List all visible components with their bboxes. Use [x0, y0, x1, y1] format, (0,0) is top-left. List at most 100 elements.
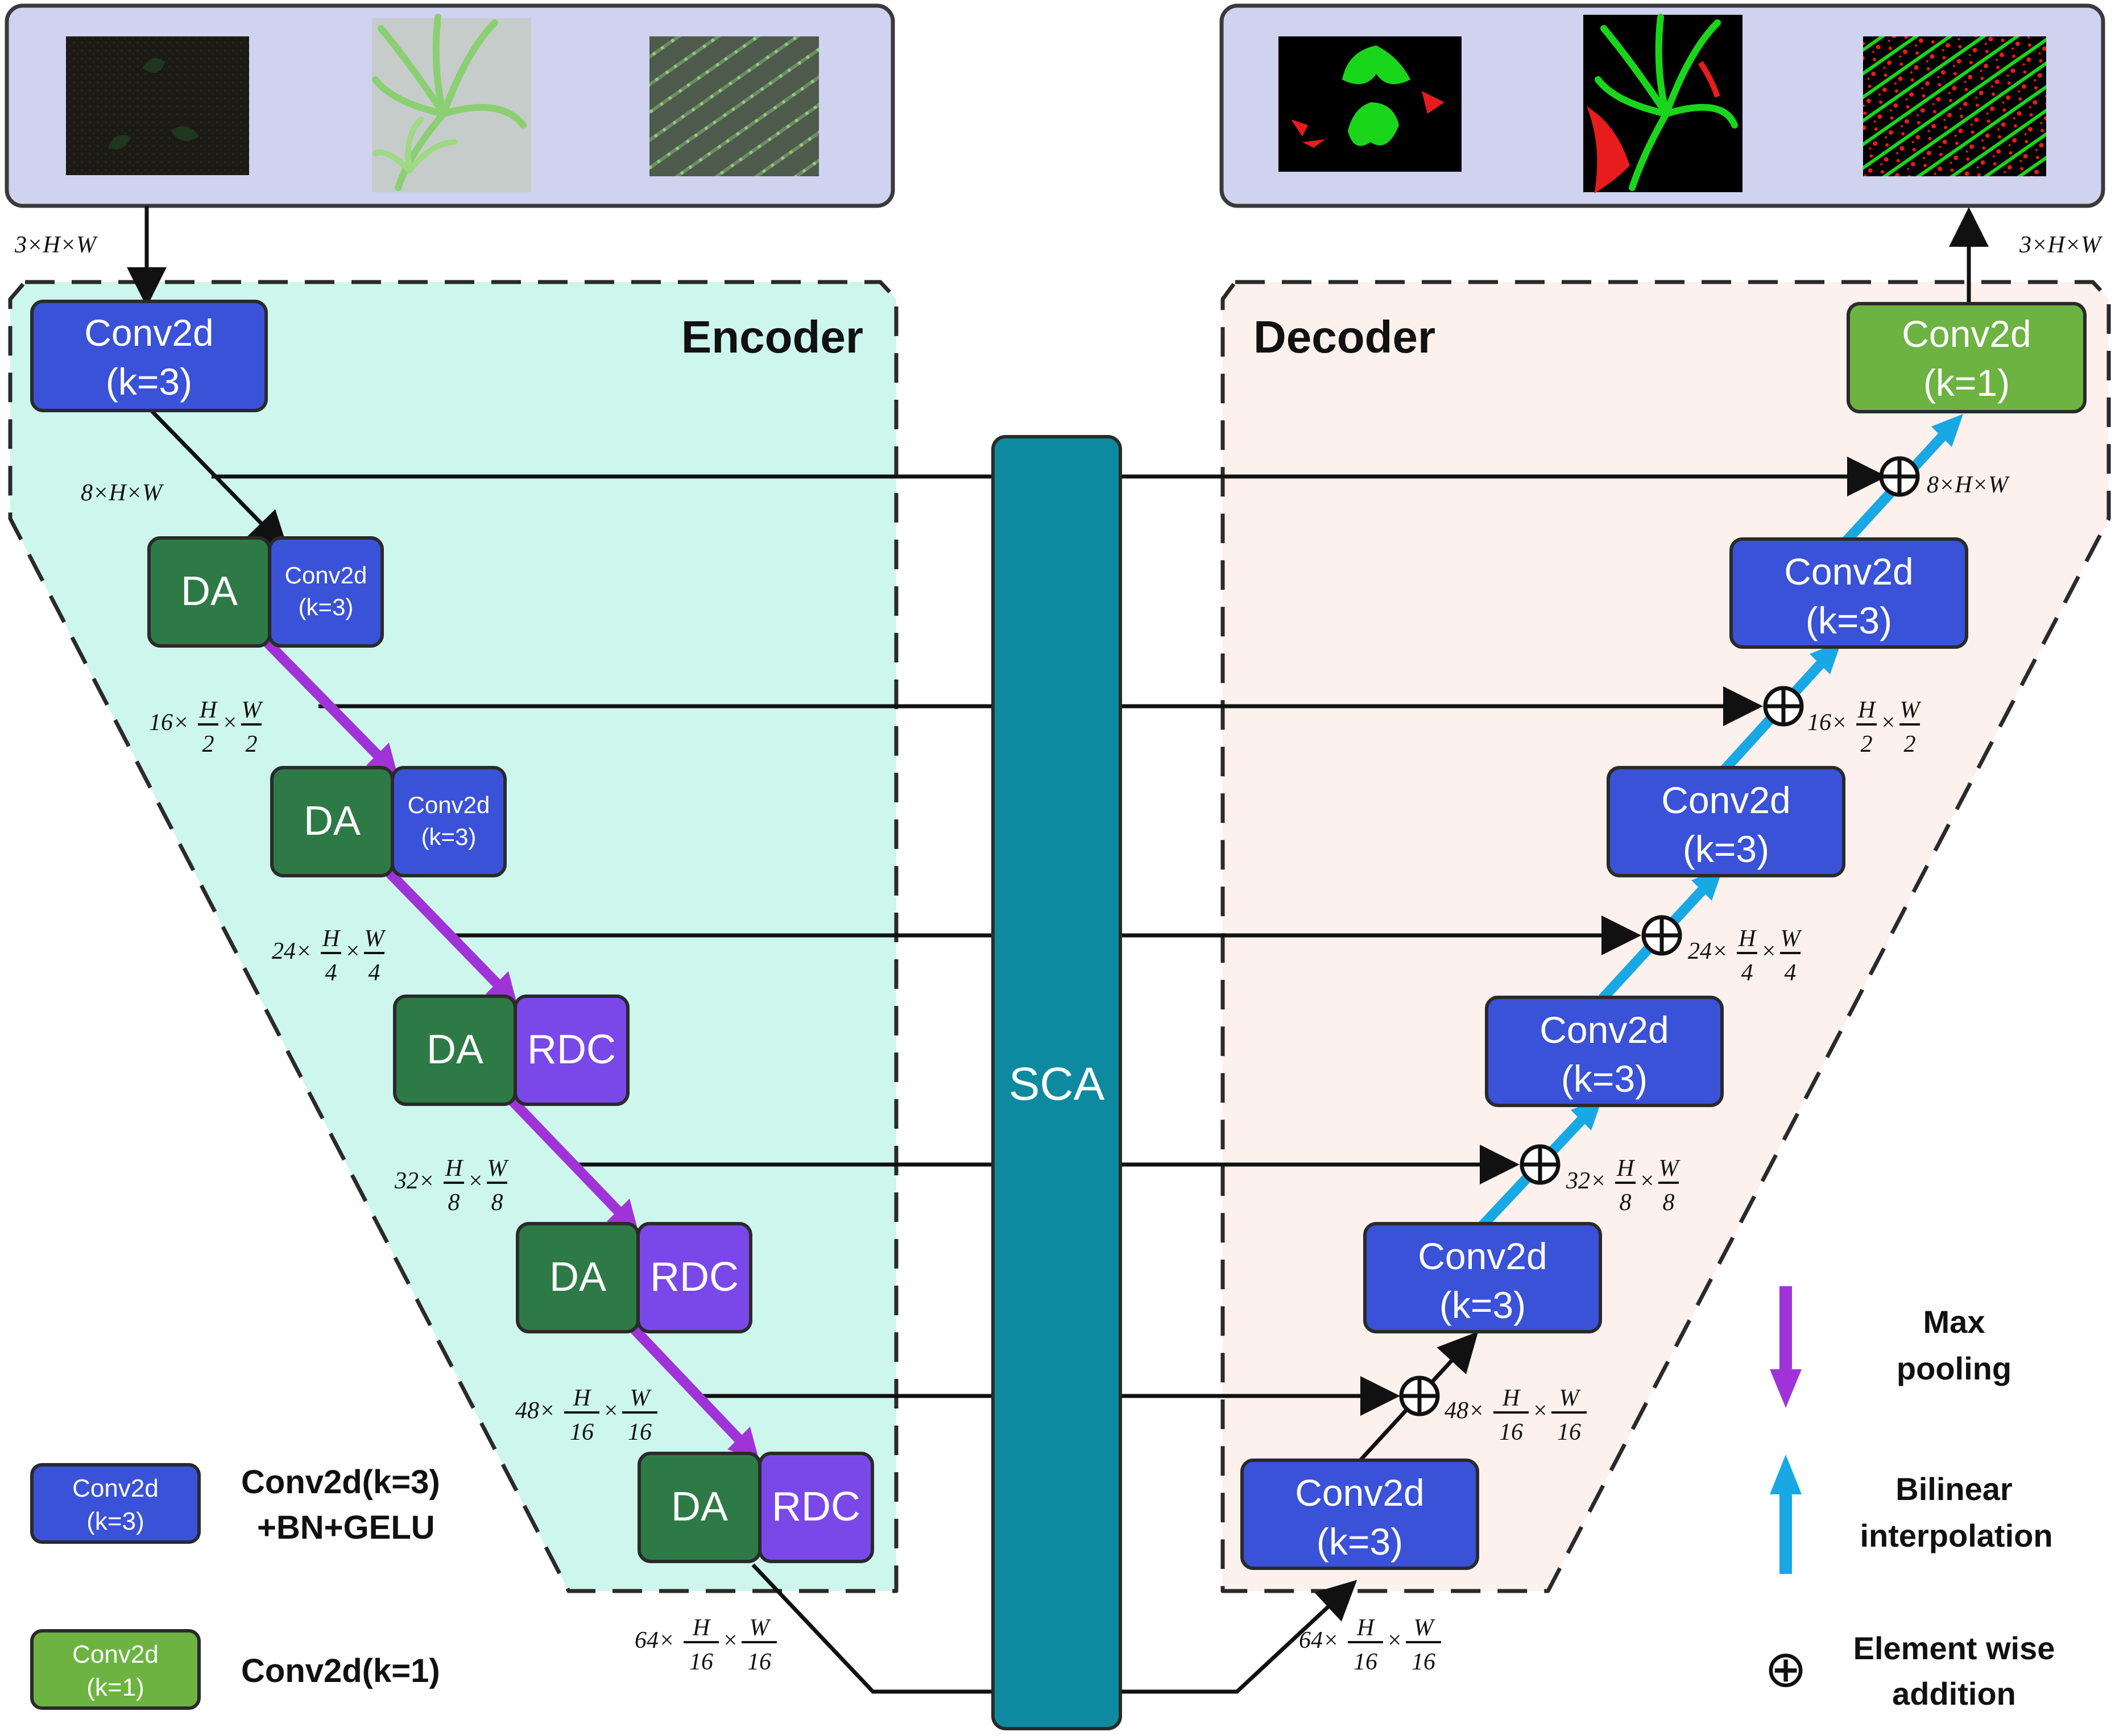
- svg-text:4: 4: [369, 960, 380, 986]
- decoder-block-1-line1: Conv2d: [1784, 550, 1914, 593]
- svg-text:H: H: [1616, 1155, 1636, 1182]
- decoder-title: Decoder: [1253, 312, 1435, 362]
- svg-text:×: ×: [467, 1168, 483, 1194]
- encoder-block-3-rdc-label: RDC: [527, 1027, 616, 1072]
- svg-text:32×: 32×: [1566, 1168, 1606, 1194]
- decoder-dim-label-4: 32×H8×W8: [1566, 1155, 1681, 1216]
- plus-node-3: [1641, 915, 1682, 956]
- svg-text:8: 8: [491, 1190, 503, 1216]
- legend: Conv2d (k=3) Conv2d(k=3) +BN+GELU Conv2d…: [30, 1286, 2055, 1712]
- legend-conv1-box-line1: Conv2d: [72, 1640, 159, 1668]
- encoder-dim-label-5: 48×H16×W16: [515, 1385, 657, 1445]
- decoder-block-1-line2: (k=3): [1806, 599, 1892, 641]
- encoder-block-5-da-label: DA: [671, 1484, 728, 1530]
- max-pooling-arrows: [261, 636, 746, 1447]
- input-image-panel: [5, 3, 895, 208]
- svg-text:16: 16: [570, 1419, 594, 1445]
- legend-bilinear-arrow-icon: [1770, 1455, 1802, 1574]
- svg-text:W: W: [1659, 1155, 1681, 1182]
- decoder-block-5: Conv2d(k=3): [1240, 1459, 1479, 1570]
- svg-text:24×: 24×: [1688, 938, 1728, 964]
- encoder-block-1-conv-line2: (k=3): [299, 594, 354, 620]
- decoder-block-5-line1: Conv2d: [1295, 1472, 1425, 1514]
- decoder-dim-label-5: 48×H16×W16: [1445, 1385, 1587, 1445]
- legend-conv1-box: Conv2d (k=1): [30, 1629, 201, 1710]
- addition-nodes: [1399, 456, 1920, 1416]
- svg-text:64×: 64×: [1299, 1627, 1339, 1654]
- svg-text:H: H: [199, 697, 218, 723]
- encoder-block-3-da-label: DA: [427, 1027, 483, 1072]
- svg-text:W: W: [1900, 697, 1922, 723]
- svg-text:W: W: [630, 1385, 652, 1411]
- svg-text:W: W: [242, 697, 264, 723]
- legend-conv3-box-line1: Conv2d: [72, 1474, 159, 1502]
- svg-text:8: 8: [1620, 1190, 1632, 1216]
- input-dim-label: 3×H×W: [14, 232, 98, 258]
- decoder-conv-out-line2: (k=1): [1923, 362, 2010, 404]
- svg-text:H: H: [322, 926, 341, 952]
- legend-addition-line2: addition: [1892, 1676, 2016, 1712]
- encoder-block-4-da-label: DA: [549, 1254, 606, 1300]
- encoder-block-2-da-label: DA: [304, 798, 361, 844]
- encoder-block-1-da-label: DA: [181, 569, 238, 614]
- decoder-dim-label-3: 24×H4×W4: [1688, 926, 1803, 986]
- encoder-dim-label-3: 24×H4×W4: [272, 926, 387, 986]
- svg-text:H: H: [1857, 697, 1877, 723]
- svg-text:8×H×W: 8×H×W: [1927, 472, 2010, 498]
- decoder-conv-out-line1: Conv2d: [1902, 313, 2031, 355]
- decoder-block-4-line1: Conv2d: [1418, 1235, 1547, 1277]
- encoder-conv-top: Conv2d (k=3): [30, 300, 268, 412]
- svg-text:2: 2: [246, 731, 258, 757]
- plus-node-1: [1879, 456, 1920, 497]
- output-mask-3: [1863, 36, 2046, 176]
- svg-text:W: W: [1414, 1615, 1436, 1641]
- plus-node-5: [1399, 1375, 1440, 1416]
- output-dim-label: 3×H×W: [2019, 232, 2103, 258]
- svg-text:4: 4: [325, 960, 337, 986]
- svg-text:W: W: [1781, 926, 1803, 952]
- svg-text:H: H: [573, 1385, 592, 1411]
- svg-text:16: 16: [1499, 1419, 1523, 1445]
- svg-text:×: ×: [345, 938, 361, 964]
- svg-text:8: 8: [448, 1190, 460, 1216]
- encoder-block-4-rdc-label: RDC: [650, 1254, 739, 1300]
- svg-text:×: ×: [222, 710, 238, 736]
- svg-text:H: H: [692, 1615, 711, 1641]
- svg-text:24×: 24×: [272, 938, 312, 964]
- svg-text:4: 4: [1741, 960, 1753, 986]
- svg-text:2: 2: [202, 731, 214, 757]
- svg-text:×: ×: [1880, 710, 1896, 736]
- svg-text:4: 4: [1785, 960, 1797, 986]
- legend-maxpool-line1: Max: [1923, 1304, 1985, 1340]
- svg-text:H: H: [1356, 1615, 1376, 1641]
- legend-plus-icon: ⊕: [1764, 1641, 1807, 1698]
- svg-text:16: 16: [1412, 1649, 1435, 1675]
- output-segmentation-panel: [1219, 3, 2105, 208]
- encoder-block-4: DA RDC: [516, 1222, 752, 1333]
- decoder-block-2: Conv2d(k=3): [1607, 766, 1845, 877]
- encoder-dim-label-6: 64×H16×W16: [635, 1615, 777, 1675]
- svg-text:48×: 48×: [1445, 1398, 1484, 1424]
- encoder-block-3: DA RDC: [393, 995, 630, 1106]
- legend-conv3-box: Conv2d (k=3): [30, 1463, 201, 1544]
- output-mask-1: [1278, 36, 1462, 172]
- decoder-conv-out: Conv2d (k=1): [1847, 302, 2087, 413]
- svg-text:16×: 16×: [1807, 710, 1847, 736]
- legend-conv3-desc-2: +BN+GELU: [257, 1509, 435, 1546]
- decoder-block-4-line2: (k=3): [1439, 1284, 1526, 1326]
- encoder-conv-top-line2: (k=3): [106, 361, 192, 403]
- svg-text:2: 2: [1904, 731, 1916, 757]
- legend-conv3-box-line2: (k=3): [86, 1507, 144, 1535]
- decoder-dim-label-1: 8×H×W: [1927, 472, 2010, 498]
- svg-text:W: W: [1559, 1385, 1582, 1411]
- encoder-conv-to-da-arrow: [150, 409, 289, 552]
- legend-conv1-desc: Conv2d(k=1): [241, 1652, 440, 1689]
- plus-node-4: [1520, 1144, 1561, 1185]
- sca-block: SCA: [991, 435, 1122, 1730]
- legend-maxpool-line2: pooling: [1897, 1350, 2011, 1386]
- svg-text:64×: 64×: [635, 1627, 674, 1654]
- svg-text:8×H×W: 8×H×W: [81, 480, 164, 506]
